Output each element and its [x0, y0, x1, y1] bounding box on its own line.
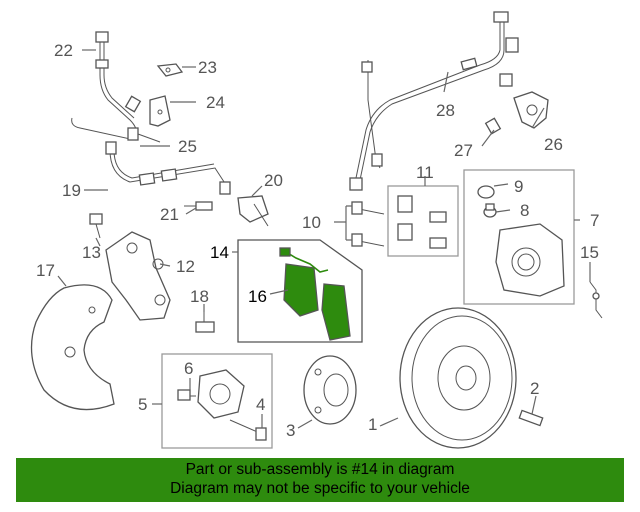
callout-16[interactable]: 16 — [248, 287, 267, 306]
part-12-caliper-bracket[interactable] — [105, 231, 171, 321]
part-21-bolt[interactable] — [184, 201, 213, 211]
part-10-caliper-bolts[interactable] — [334, 201, 385, 247]
callout-5[interactable]: 5 — [138, 395, 147, 414]
callout-26[interactable]: 26 — [544, 135, 563, 154]
part-28-sensor-wire[interactable] — [349, 11, 519, 191]
parts-diagram: 22 23 24 25 19 20 21 28 26 27 11 9 8 7 1… — [30, 11, 603, 449]
callout-labels: 22 23 24 25 19 20 21 28 26 27 11 9 8 7 1… — [36, 41, 599, 440]
banner-line-2: Diagram may not be specific to your vehi… — [170, 480, 470, 497]
part-26-sensor-bracket[interactable] — [513, 91, 549, 129]
callout-21[interactable]: 21 — [160, 205, 179, 224]
part-17-splash-shield[interactable] — [30, 284, 115, 411]
part-6-hub-bolt[interactable] — [177, 389, 196, 401]
callout-4[interactable]: 4 — [256, 395, 265, 414]
banner-line-1: Part or sub-assembly is #14 in diagram — [185, 461, 455, 478]
part-25-bleeder-screw[interactable] — [127, 127, 161, 143]
part-18-shield-bolt[interactable] — [195, 312, 215, 333]
callout-3[interactable]: 3 — [286, 421, 295, 440]
callout-6[interactable]: 6 — [184, 359, 193, 378]
part-20-hose-bracket[interactable] — [237, 195, 269, 227]
callout-19[interactable]: 19 — [62, 181, 81, 200]
callout-25[interactable]: 25 — [178, 137, 197, 156]
callout-22[interactable]: 22 — [54, 41, 73, 60]
callout-18[interactable]: 18 — [190, 287, 209, 306]
part-27-bolt[interactable] — [484, 117, 502, 135]
part-7-caliper-assembly[interactable] — [463, 169, 580, 305]
callout-12[interactable]: 12 — [176, 257, 195, 276]
part-5-wheel-hub[interactable] — [152, 353, 273, 449]
callout-7[interactable]: 7 — [590, 211, 599, 230]
part-11-guide-pin-kit[interactable] — [387, 176, 459, 257]
part-22-brake-line[interactable] — [71, 31, 142, 141]
callout-13[interactable]: 13 — [82, 243, 101, 262]
callout-2[interactable]: 2 — [530, 379, 539, 398]
info-banner: Part or sub-assembly is #14 in diagram D… — [16, 458, 624, 502]
part-13-bracket-bolt[interactable] — [89, 213, 103, 239]
callout-27[interactable]: 27 — [454, 141, 473, 160]
callout-17[interactable]: 17 — [36, 261, 55, 280]
part-4-hub-bolt[interactable] — [229, 419, 267, 441]
callout-8[interactable]: 8 — [520, 201, 529, 220]
part-2-rotor-screw[interactable] — [518, 409, 544, 427]
part-3-hub-flange[interactable] — [303, 355, 357, 425]
part-23-clip[interactable] — [156, 63, 184, 77]
callout-15[interactable]: 15 — [580, 243, 599, 262]
leader-lines — [57, 49, 591, 429]
part-9-bleeder-cap[interactable] — [477, 185, 495, 199]
part-19-brake-hose[interactable] — [105, 141, 231, 195]
part-15-wear-sensor[interactable] — [589, 281, 603, 319]
callout-20[interactable]: 20 — [264, 171, 283, 190]
part-24-bracket[interactable] — [149, 95, 171, 127]
callout-11[interactable]: 11 — [416, 163, 434, 182]
part-1-brake-rotor[interactable] — [399, 307, 517, 449]
part-14-brake-pad-kit[interactable] — [237, 239, 363, 343]
callout-24[interactable]: 24 — [206, 93, 225, 112]
callout-14[interactable]: 14 — [210, 243, 229, 262]
callout-10[interactable]: 10 — [302, 213, 321, 232]
callout-28[interactable]: 28 — [436, 101, 455, 120]
part-8-bleeder-valve[interactable] — [483, 203, 497, 218]
callout-1[interactable]: 1 — [368, 415, 377, 434]
callout-9[interactable]: 9 — [514, 177, 523, 196]
callout-23[interactable]: 23 — [198, 58, 217, 77]
